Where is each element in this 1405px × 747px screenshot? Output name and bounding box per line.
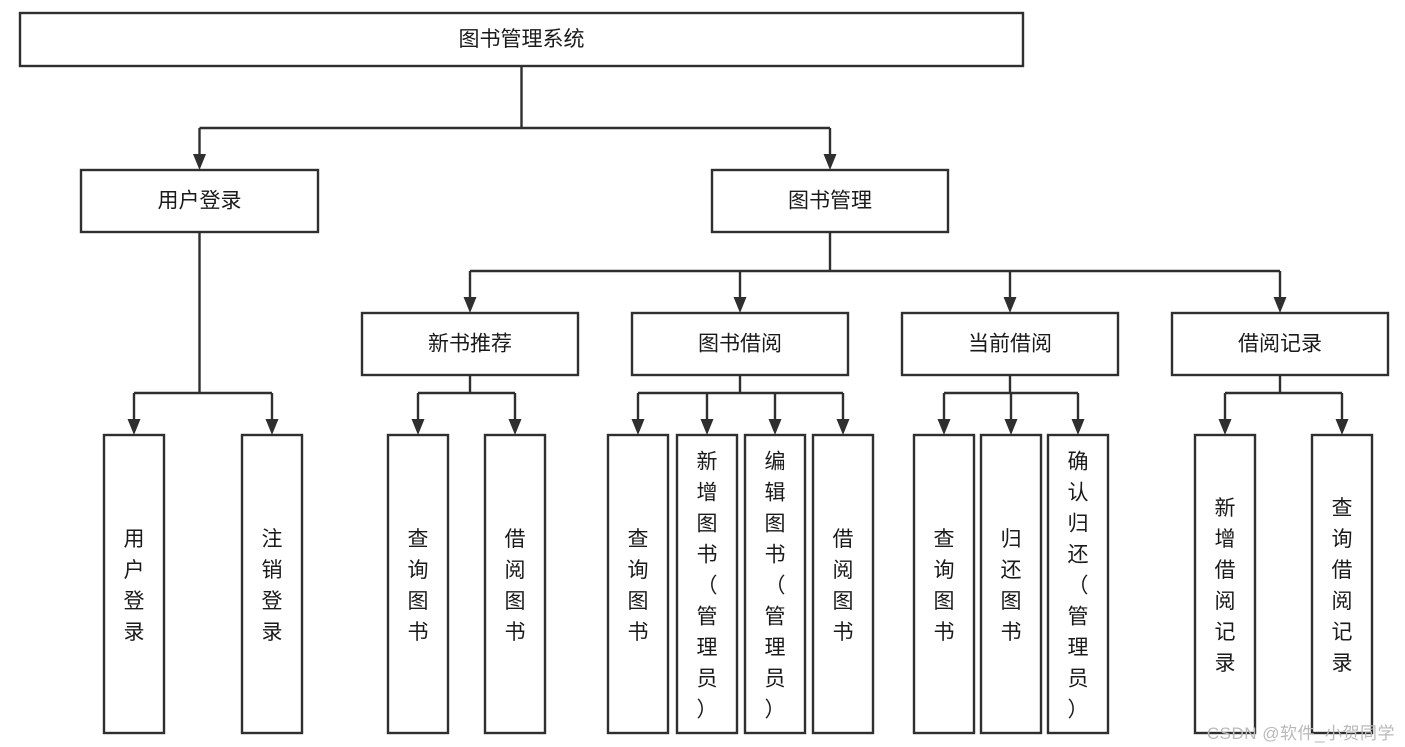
arrow-head-icon [1218, 419, 1232, 435]
node-box-book-management[interactable] [710, 168, 950, 234]
node-label-user-login: 用户登录 [158, 190, 242, 213]
node-box-current-borrow[interactable] [900, 311, 1120, 377]
node-box-user-login[interactable] [79, 168, 320, 234]
node-label-leaf-edit-book-admin: 编辑图书（管理员） [765, 451, 786, 722]
arrow-head-icon [823, 154, 837, 170]
arrow-head-icon [1003, 297, 1017, 313]
node-book-management[interactable]: 图书管理 [710, 168, 950, 234]
node-box-leaf-query-book-recommend[interactable] [386, 433, 450, 735]
connector-group [127, 232, 279, 435]
arrow-head-icon [1071, 419, 1085, 435]
node-label-leaf-query-book-recommend: 查询图书 [408, 528, 429, 644]
arrow-head-icon [127, 419, 141, 435]
connector-group [937, 375, 1085, 435]
arrow-head-icon [463, 297, 477, 313]
watermark-text: CSDN @软件_小贺同学 [1206, 724, 1395, 743]
node-leaf-logout-login[interactable]: 注销登录 [240, 433, 304, 735]
connector-group [631, 375, 850, 435]
node-leaf-add-borrow-record[interactable]: 新增借阅记录 [1193, 433, 1257, 735]
node-leaf-query-borrow-record[interactable]: 查询借阅记录 [1310, 433, 1374, 735]
node-label-leaf-add-book-admin: 新增图书（管理员） [697, 451, 718, 722]
node-leaf-query-book-current[interactable]: 查询图书 [912, 433, 976, 735]
arrow-head-icon [631, 419, 645, 435]
node-layer: 图书管理系统用户登录图书管理新书推荐图书借阅当前借阅借阅记录用户登录注销登录查询… [18, 11, 1390, 735]
node-box-leaf-add-book-admin[interactable] [675, 433, 739, 735]
arrow-head-icon [411, 419, 425, 435]
arrow-head-icon [265, 419, 279, 435]
arrow-head-icon [733, 297, 747, 313]
connector-group [463, 232, 1287, 313]
node-label-leaf-query-book-current: 查询图书 [934, 528, 955, 644]
node-box-borrow-record[interactable] [1170, 311, 1390, 377]
node-root[interactable]: 图书管理系统 [18, 11, 1025, 68]
node-leaf-add-book-admin[interactable]: 新增图书（管理员） [675, 433, 739, 735]
node-leaf-query-book-borrow[interactable]: 查询图书 [606, 433, 670, 735]
connector-layer [127, 66, 1349, 435]
node-label-root: 图书管理系统 [459, 28, 585, 51]
node-label-leaf-borrow-book-recommend: 借阅图书 [505, 528, 526, 644]
node-box-leaf-user-login[interactable] [102, 433, 166, 735]
node-box-new-book-recommend[interactable] [360, 311, 580, 377]
node-label-leaf-user-login: 用户登录 [124, 528, 145, 644]
node-leaf-edit-book-admin[interactable]: 编辑图书（管理员） [743, 433, 807, 735]
node-new-book-recommend[interactable]: 新书推荐 [360, 311, 580, 377]
arrow-head-icon [700, 419, 714, 435]
node-label-book-borrow: 图书借阅 [698, 333, 782, 356]
node-box-leaf-confirm-return-admin[interactable] [1046, 433, 1110, 735]
arrow-head-icon [193, 154, 206, 170]
node-leaf-return-book[interactable]: 归还图书 [979, 433, 1043, 735]
node-user-login[interactable]: 用户登录 [79, 168, 320, 234]
connector-group [1218, 375, 1349, 435]
node-book-borrow[interactable]: 图书借阅 [630, 311, 850, 377]
arrow-head-icon [836, 419, 850, 435]
arrow-head-icon [508, 419, 522, 435]
node-label-current-borrow: 当前借阅 [968, 333, 1052, 356]
node-leaf-borrow-book[interactable]: 借阅图书 [811, 433, 875, 735]
node-box-root[interactable] [18, 11, 1025, 68]
node-box-leaf-query-borrow-record[interactable] [1310, 433, 1374, 735]
node-label-leaf-add-borrow-record: 新增借阅记录 [1215, 497, 1236, 675]
arrow-head-icon [768, 419, 782, 435]
node-box-leaf-return-book[interactable] [979, 433, 1043, 735]
node-box-leaf-borrow-book[interactable] [811, 433, 875, 735]
node-current-borrow[interactable]: 当前借阅 [900, 311, 1120, 377]
arrow-head-icon [1004, 419, 1018, 435]
node-label-borrow-record: 借阅记录 [1238, 333, 1322, 356]
node-label-leaf-return-book: 归还图书 [1001, 528, 1022, 644]
node-box-leaf-logout-login[interactable] [240, 433, 304, 735]
node-label-leaf-borrow-book: 借阅图书 [833, 528, 854, 644]
node-borrow-record[interactable]: 借阅记录 [1170, 311, 1390, 377]
node-label-leaf-query-book-borrow: 查询图书 [628, 528, 649, 644]
arrow-head-icon [937, 419, 951, 435]
node-box-leaf-borrow-book-recommend[interactable] [483, 433, 547, 735]
node-leaf-user-login[interactable]: 用户登录 [102, 433, 166, 735]
node-label-leaf-query-borrow-record: 查询借阅记录 [1332, 497, 1353, 675]
node-label-leaf-confirm-return-admin: 确认归还（管理员） [1068, 451, 1089, 722]
node-box-book-borrow[interactable] [630, 311, 850, 377]
arrow-head-icon [1273, 297, 1287, 313]
node-label-book-management: 图书管理 [788, 190, 872, 213]
node-leaf-confirm-return-admin[interactable]: 确认归还（管理员） [1046, 433, 1110, 735]
connector-group [411, 375, 522, 435]
node-label-new-book-recommend: 新书推荐 [428, 333, 512, 356]
node-box-leaf-add-borrow-record[interactable] [1193, 433, 1257, 735]
connector-group [193, 66, 837, 170]
node-leaf-borrow-book-recommend[interactable]: 借阅图书 [483, 433, 547, 735]
node-box-leaf-query-book-current[interactable] [912, 433, 976, 735]
arrow-head-icon [1335, 419, 1349, 435]
node-leaf-query-book-recommend[interactable]: 查询图书 [386, 433, 450, 735]
node-label-leaf-logout-login: 注销登录 [262, 528, 283, 644]
node-box-leaf-edit-book-admin[interactable] [743, 433, 807, 735]
node-box-leaf-query-book-borrow[interactable] [606, 433, 670, 735]
